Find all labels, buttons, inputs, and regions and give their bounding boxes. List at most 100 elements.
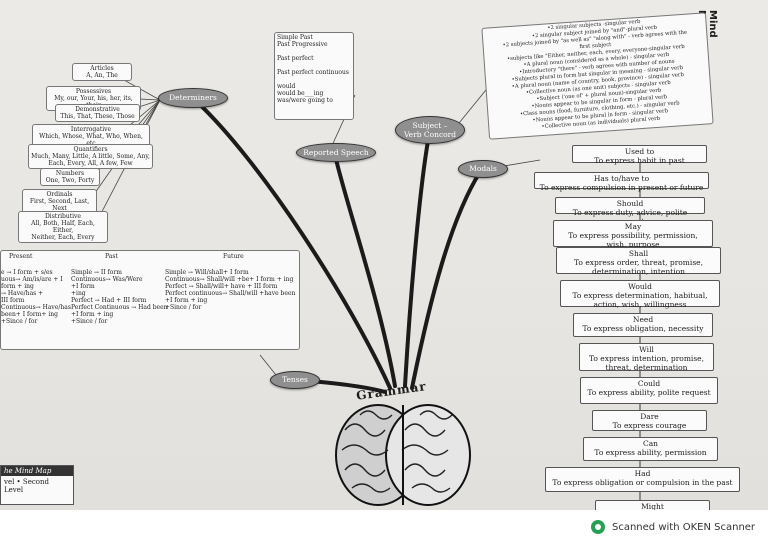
modal-usage: To express determination, habitual,	[572, 291, 708, 300]
determiner-box-examples: Each, Every, All, A few, Few	[48, 160, 133, 167]
determiner-box-examples: First, Second, Last, Next	[29, 198, 90, 212]
modal-usage: To express compulsion in present or futu…	[539, 183, 704, 192]
modal-verb: Shall	[628, 249, 649, 258]
subject-verb-node: Subject – Verb Concord	[395, 116, 465, 144]
determiner-box-heading: Demonstrative	[75, 106, 120, 113]
scanner-footer: Scanned with OKEN Scanner	[0, 510, 768, 543]
modal-usage: To express obligation or compulsion in t…	[552, 478, 733, 487]
modal-usage: threat, determination	[605, 363, 688, 372]
legend-box: he Mind Map vel • Second Level	[0, 465, 74, 505]
reported-speech-line: Past Progressive	[277, 41, 328, 48]
tense-rule: Continuous→ Have/has	[1, 304, 71, 311]
tense-rule: e → I form + s/es	[1, 269, 53, 276]
tense-rule: +I form + ing	[165, 297, 208, 304]
determiner-box-heading: Possessives	[75, 88, 112, 95]
determiner-box-examples: Which, Whose, What, Who, When, etc	[39, 133, 143, 147]
tense-rule: Simple → II form	[71, 269, 122, 276]
determiner-box-examples: One, Two, Forty	[45, 177, 95, 184]
modal-verb: Could	[637, 379, 661, 388]
tenses-header-present: Present	[9, 253, 33, 260]
reported-speech-line	[277, 62, 351, 69]
tense-rule: been+ I form+ ing	[1, 311, 58, 318]
brain-illustration	[335, 404, 471, 506]
scanner-logo-icon	[591, 520, 605, 534]
tense-rule: +ing	[71, 290, 86, 297]
determiners-node: Determiners	[158, 88, 228, 108]
tenses-header-future: Future	[223, 253, 244, 260]
scanner-footer-text: Scanned with OKEN Scanner	[612, 522, 756, 533]
tense-rule: +Since / for	[1, 318, 38, 325]
modal-verb: Would	[628, 282, 652, 291]
modal-verb: May	[624, 222, 642, 231]
modal-verb: Will	[639, 345, 654, 354]
tense-rule: Continuous→ Was/Were	[71, 276, 143, 283]
determiner-box-heading: Interrogative	[70, 126, 112, 133]
reported-speech-line	[277, 48, 351, 55]
modal-usage: To express obligation, necessity	[582, 324, 704, 333]
modal-verb: Might	[641, 502, 664, 510]
modals-node: Modals	[458, 160, 508, 178]
modal-verb: Has to/have to	[593, 174, 650, 183]
reported-speech-line: would be___ing	[277, 90, 324, 97]
branch-modals	[410, 170, 482, 390]
modal-usage: To express ability, permission	[594, 448, 707, 457]
modal-usage: determination, intention	[592, 267, 685, 276]
determiner-box-heading: Distributive	[45, 213, 81, 220]
tense-rule: Perfect Continuous → Had been	[71, 304, 168, 311]
tense-rule: Continuous→ Shall/will +be+ I form + ing	[165, 276, 294, 283]
modal-verb: Had	[634, 469, 651, 478]
modal-usage: To express possibility, permission,	[568, 231, 698, 240]
tense-rule: +I form	[71, 283, 95, 290]
determiner-box-examples: All, Both, Half, Each, Either,	[31, 220, 95, 234]
reported-speech-line: Simple Past	[277, 34, 313, 41]
tense-rule: form + ing	[1, 283, 34, 290]
modal-verb: Should	[616, 199, 644, 208]
branch-reported	[333, 153, 397, 388]
tense-rule: → Have/has +	[1, 290, 44, 297]
subject-verb-label-1: Subject –	[412, 121, 448, 130]
modal-box: Might	[595, 500, 710, 510]
determiner-box-examples: Much, Many, Little, A little, Some, Any,	[31, 153, 150, 160]
tense-rule: Perfect → Shall/will+ have + III form	[165, 283, 278, 290]
tense-rule: Simple → Will/shall+ I form	[165, 269, 249, 276]
determiner-box-examples: Neither, Each, Every	[31, 234, 95, 241]
branch-concord	[403, 128, 432, 388]
determiner-box-heading: Quantifiers	[73, 146, 108, 153]
modal-usage: To express courage	[612, 421, 687, 430]
determiner-box-heading: Numbers	[55, 170, 85, 177]
tenses-header-past: Past	[105, 253, 118, 260]
tense-rule: Perfect continuous→ Shall/will +have bee…	[165, 290, 296, 297]
modal-usage: wish, purpose	[606, 240, 660, 249]
determiner-box-heading: Ordinals	[46, 191, 73, 198]
determiner-box-heading: Articles	[90, 65, 114, 72]
reported-speech-line: was/were going to	[277, 97, 333, 104]
tenses-node: Tenses	[270, 371, 320, 389]
modal-usage: To express habit in past	[594, 156, 685, 165]
tense-rule: Perfect → Had + III form	[71, 297, 147, 304]
modal-usage: To express intention, promise,	[588, 354, 705, 363]
reported-speech-label: Reported Speech	[303, 148, 369, 157]
subject-verb-label-2: Verb Concord	[403, 130, 457, 139]
legend-level: vel • Second Level	[4, 478, 49, 494]
modal-usage: To express order, threat, promise,	[574, 258, 703, 267]
modal-verb: Dare	[640, 412, 659, 421]
tense-rule: +Since / for	[165, 304, 202, 311]
